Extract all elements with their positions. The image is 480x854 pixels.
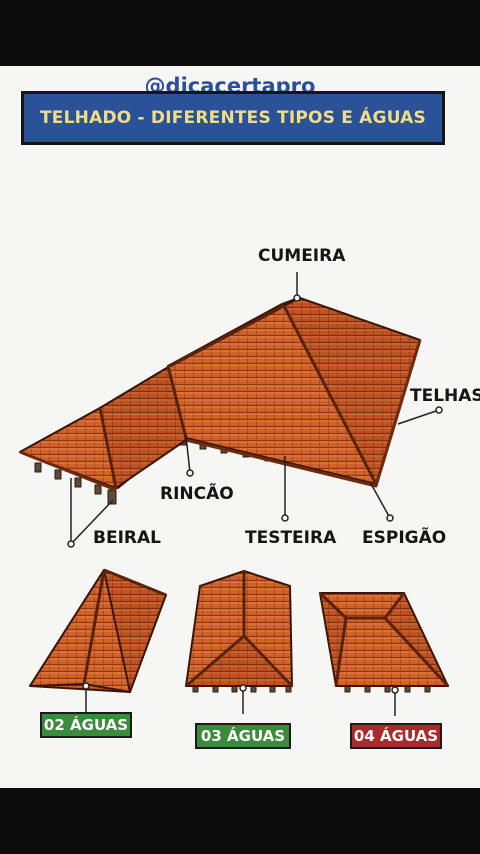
leader-lines <box>67 272 443 548</box>
main-roof <box>19 297 422 505</box>
label-telhas: TELHAS <box>410 386 480 406</box>
title-banner: TELHADO - DIFERENTES TIPOS E ÁGUAS <box>21 91 445 145</box>
label-cumeira: CUMEIRA <box>258 246 346 266</box>
label-beiral: BEIRAL <box>93 528 161 548</box>
roof-03-aguas <box>185 570 294 714</box>
badge-02-aguas: 02 ÁGUAS <box>40 712 132 738</box>
label-espigao: ESPIGÃO <box>362 528 447 548</box>
badge-03-aguas: 03 ÁGUAS <box>195 723 291 749</box>
fascia <box>19 339 422 492</box>
label-rincao: RINCÃO <box>160 484 234 504</box>
ridge-lines <box>98 304 378 489</box>
roof-04-aguas <box>318 591 450 716</box>
label-testeira: TESTEIRA <box>245 528 337 548</box>
badge-04-aguas: 04 ÁGUAS <box>350 723 442 749</box>
diagram-title: TELHADO - DIFERENTES TIPOS E ÁGUAS <box>40 108 426 128</box>
roof-02-aguas <box>29 568 167 712</box>
